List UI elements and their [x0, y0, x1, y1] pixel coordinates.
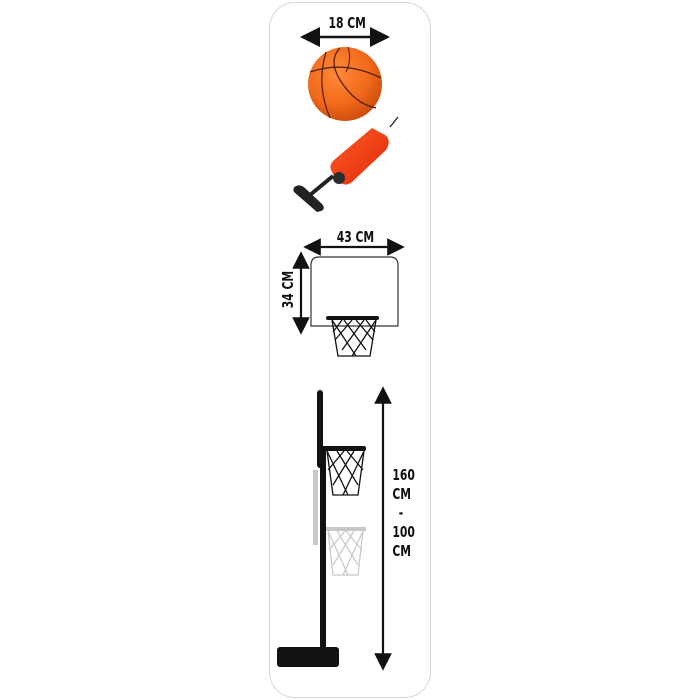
stand-height-line: CM — [392, 485, 412, 503]
stand-height-line: 160 — [392, 466, 415, 484]
backboard-width-label: 43 CM — [336, 228, 375, 246]
air-pump-icon — [293, 116, 399, 212]
basketball-stand-icon — [277, 390, 366, 667]
stand-height-line: 100 — [392, 523, 415, 541]
stand-height-label: 160 CM - 100 CM — [389, 466, 415, 561]
basketball-icon — [308, 46, 382, 121]
backboard-icon — [310, 256, 399, 357]
ball-dimension-label: 18 CM — [328, 14, 366, 32]
backboard-height-label: 34 CM — [279, 270, 297, 309]
stand-height-line: - — [398, 504, 404, 522]
stand-height-line: CM — [392, 542, 412, 560]
